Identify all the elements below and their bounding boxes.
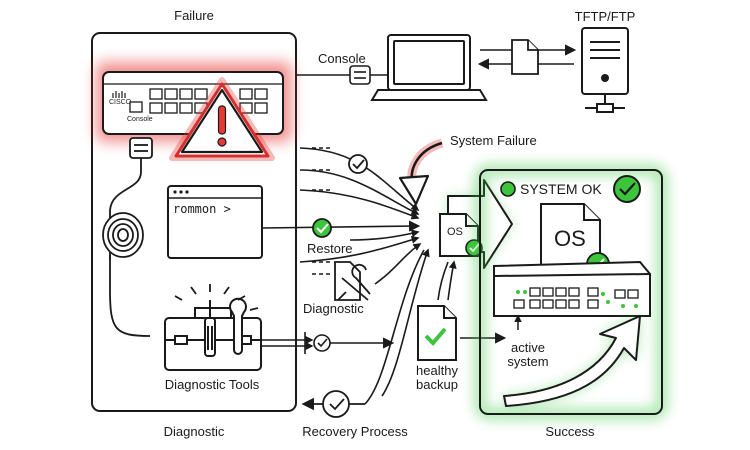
failure-panel (91, 32, 297, 412)
recovery-process-label: Recovery Process (302, 424, 408, 439)
check-icon (613, 175, 641, 203)
success-label: Success (545, 424, 595, 439)
flow-lines (261, 147, 457, 405)
check-icon (348, 154, 368, 174)
console-cable (102, 137, 153, 337)
warning-icon (169, 77, 275, 161)
diagnostic-flow (262, 332, 395, 354)
screwdriver-icon (204, 300, 216, 357)
os-small-label: OS (447, 226, 463, 238)
os-big-label: OS (554, 226, 586, 251)
dash-lines (312, 147, 330, 275)
rommon-prompt: rommon > (173, 202, 231, 216)
diagnostic-tool-icon (334, 261, 371, 301)
growth-arrow (503, 315, 641, 407)
failure-label: Failure (174, 8, 214, 23)
spark-lines (174, 284, 259, 311)
system-ok-label: SYSTEM OK (520, 181, 602, 197)
brand-label: CISCO (109, 99, 132, 106)
healthy-backup-label: healthy backup (416, 363, 458, 392)
document-icon (511, 39, 539, 75)
success-panel (479, 169, 663, 415)
server-icon (581, 27, 629, 113)
active-system-label: active system (507, 340, 549, 369)
check-icon (312, 218, 332, 238)
recovery-check (301, 390, 365, 418)
restore-label: Restore (307, 241, 353, 256)
tftp-label: TFTP/FTP (574, 9, 636, 24)
serial-connector (296, 65, 388, 85)
diagnostic-mid-label: Diagnostic (303, 301, 364, 316)
document-icon (540, 203, 601, 271)
laptop-icon (370, 34, 488, 101)
rommon-terminal (167, 185, 263, 259)
diagnostic-tools-label: Diagnostic Tools (164, 377, 260, 392)
status-leds (516, 290, 638, 308)
port-label: Console (127, 116, 153, 123)
active-switch (493, 260, 651, 317)
system-failure-label: System Failure (450, 133, 537, 148)
console-label: Console (318, 51, 366, 66)
document-icon (417, 305, 457, 361)
diagnostic-bottom-label: Diagnostic (163, 424, 225, 439)
wrench-icon (229, 297, 247, 355)
system-failure-arrow (398, 138, 444, 206)
status-dot (500, 181, 516, 197)
